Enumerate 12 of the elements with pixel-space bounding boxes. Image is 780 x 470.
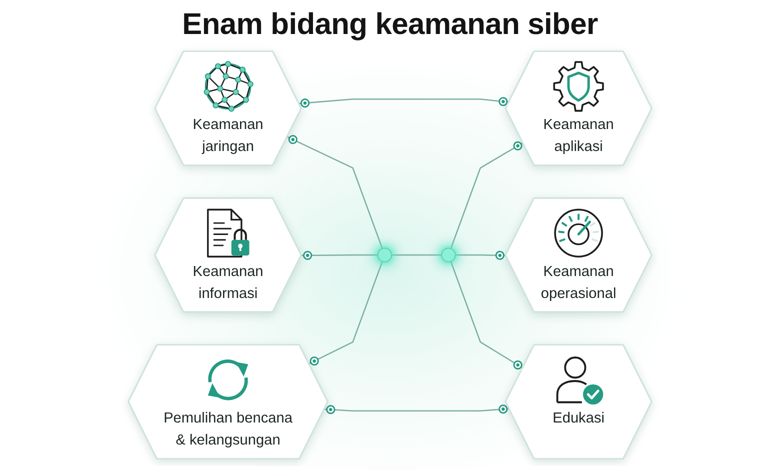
title: Enam bidang keamanan siber xyxy=(182,8,598,42)
node-circle xyxy=(441,248,456,262)
connector xyxy=(308,261,383,366)
connector xyxy=(450,141,524,249)
node-circle xyxy=(377,248,392,262)
connector xyxy=(302,250,378,260)
connector xyxy=(324,404,510,414)
connector xyxy=(298,97,510,108)
connector xyxy=(287,135,383,249)
connector xyxy=(455,250,506,260)
connector xyxy=(392,254,442,256)
connector xyxy=(450,261,524,370)
